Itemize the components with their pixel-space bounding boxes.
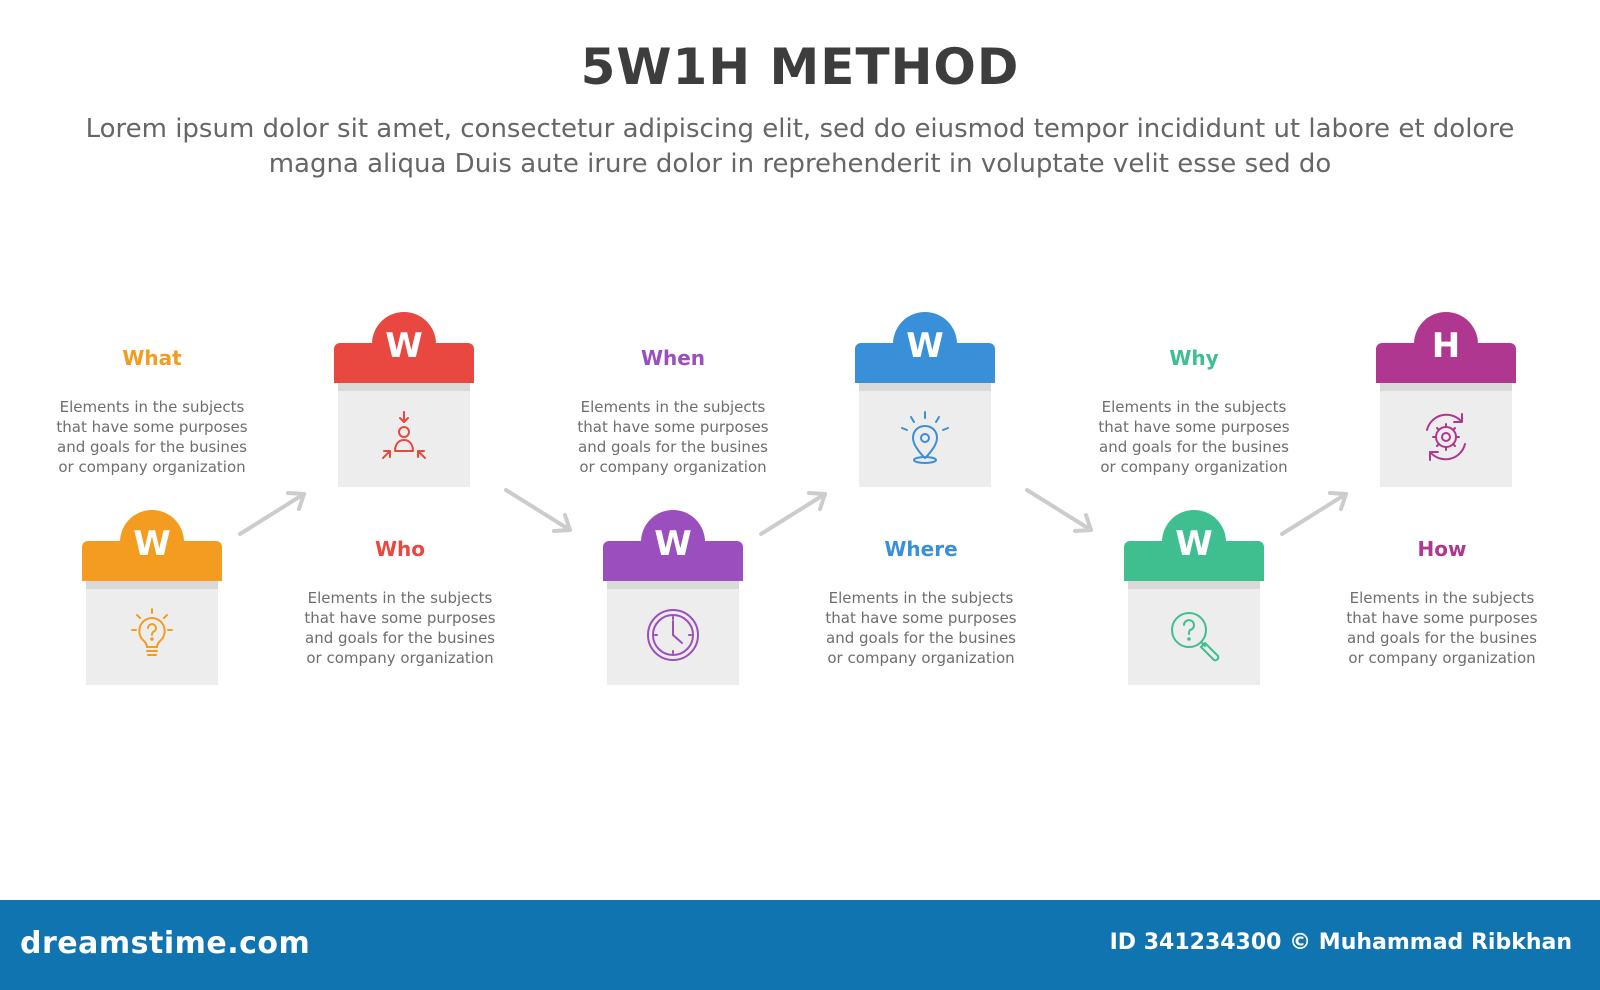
step-how-card: H: [1376, 312, 1516, 488]
brand-logo: dreamstime.com: [20, 926, 311, 961]
page-subtitle: Lorem ipsum dolor sit amet, consectetur …: [85, 114, 1515, 179]
card-band: [607, 581, 739, 589]
tab-header: [1124, 541, 1264, 581]
step-who-card: W: [334, 312, 474, 488]
tab-header: [82, 541, 222, 581]
arrow-up-3: [1280, 491, 1348, 536]
step-why-card: W: [1124, 510, 1264, 686]
image-credit: ID 341234300 © Muhammad Ribkhan: [1109, 930, 1572, 955]
clock-icon: [647, 609, 699, 661]
arrow-up-1: [238, 491, 306, 536]
gear-cycle-icon: [1426, 413, 1466, 461]
card-band: [1128, 581, 1260, 589]
tab-header: [855, 343, 995, 383]
card-body: [859, 391, 991, 487]
step-what-card: W: [82, 510, 222, 686]
step-when-label: When: [640, 346, 706, 370]
card-band: [859, 383, 991, 391]
step-when-card: W: [603, 510, 743, 686]
step-letter: W: [385, 326, 423, 366]
step-how-label: How: [1417, 537, 1467, 561]
arrow-down-1: [504, 488, 572, 533]
card-body: [338, 391, 470, 487]
step-where-card: W: [855, 312, 995, 488]
step-how-text: Elements in the subjects that have some …: [1346, 589, 1538, 667]
step-why-text: Elements in the subjects that have some …: [1098, 398, 1290, 476]
card-body: [607, 589, 739, 685]
tab-header: [334, 343, 474, 383]
step-letter: W: [1175, 524, 1213, 564]
footer-bar: dreamstime.com ID 341234300 © Muhammad R…: [0, 900, 1600, 990]
lightbulb-icon: [131, 608, 173, 656]
location-pin-icon: [901, 411, 949, 464]
card-body: [1380, 391, 1512, 487]
tab-header: [603, 541, 743, 581]
question-magnifier-icon: [1171, 612, 1220, 662]
step-where-label: Where: [884, 537, 958, 561]
step-when-text: Elements in the subjects that have some …: [577, 398, 769, 476]
person-arrows-icon: [382, 411, 426, 459]
step-letter: W: [906, 326, 944, 366]
step-who-text: Elements in the subjects that have some …: [304, 589, 496, 667]
card-body: [1128, 589, 1260, 685]
card-band: [86, 581, 218, 589]
page-title: 5W1H METHOD: [580, 38, 1020, 96]
step-letter: W: [654, 524, 692, 564]
step-where-text: Elements in the subjects that have some …: [825, 589, 1017, 667]
card-body: [86, 589, 218, 685]
card-band: [338, 383, 470, 391]
tab-header: [1376, 343, 1516, 383]
step-why-label: Why: [1169, 346, 1219, 370]
step-what-label: What: [122, 346, 182, 370]
arrow-up-2: [759, 491, 827, 536]
step-what-text: Elements in the subjects that have some …: [56, 398, 248, 476]
arrow-down-2: [1025, 488, 1093, 533]
card-band: [1380, 383, 1512, 391]
step-letter: W: [133, 524, 171, 564]
step-who-label: Who: [374, 537, 426, 561]
step-letter: H: [1431, 326, 1461, 366]
